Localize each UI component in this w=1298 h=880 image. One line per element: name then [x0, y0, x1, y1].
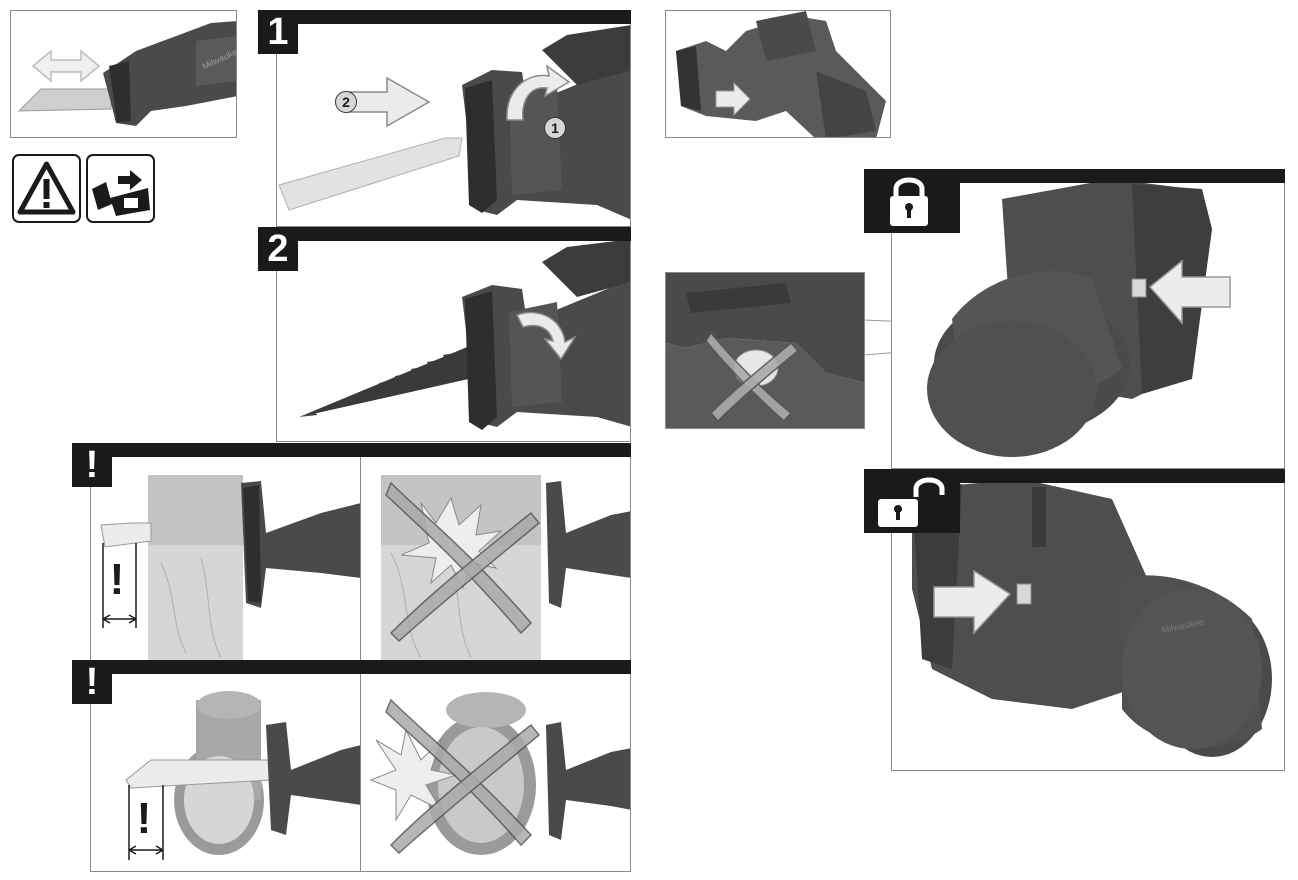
- padlock-locked-icon: [864, 169, 960, 233]
- overview-blade-insert-panel: Milwaukee: [10, 10, 237, 138]
- warning-pipe-divider: [360, 660, 361, 871]
- step-1-number-text: 1: [267, 11, 289, 53]
- lock-button-zoom-inset: [665, 272, 865, 429]
- warning-pipe-symbol: !: [85, 661, 99, 703]
- warning-wood-inline-exclaim-text: !: [109, 555, 125, 604]
- read-manual-icon: [86, 154, 155, 223]
- warning-wood-panel: !: [90, 443, 631, 661]
- warning-wood-exclaim-box: !: [72, 443, 112, 487]
- warning-wood-divider: [360, 443, 361, 660]
- step-2-number-text: 2: [267, 228, 289, 270]
- step-2-panel: [276, 227, 631, 442]
- warning-wood-inline-exclaim: !: [107, 555, 127, 605]
- step-1-callout-2: 2: [335, 91, 357, 113]
- warning-wood-symbol: !: [85, 444, 99, 486]
- warning-pipe-inline-exclaim-text: !: [136, 794, 152, 843]
- callout-1-label: 1: [551, 120, 559, 136]
- warning-pipe-inline-exclaim: !: [134, 794, 154, 844]
- warning-pipe-panel: !: [90, 660, 631, 872]
- step-2-header-bar: [258, 227, 631, 241]
- step-1-callout-1: 1: [544, 117, 566, 139]
- warning-triangle-icon: [12, 154, 81, 223]
- padlock-unlocked-icon: [864, 469, 960, 533]
- step-1-panel: 2 1: [276, 10, 631, 227]
- overview-lock-panel: [665, 10, 891, 138]
- step-2-number: 2: [258, 227, 298, 271]
- locked-state-panel: [891, 169, 1285, 469]
- locked-header-bar: [864, 169, 1285, 183]
- unlocked-header-bar: [864, 469, 1285, 483]
- unlocked-state-panel: Milwaukee: [891, 469, 1285, 771]
- step-1-header-bar: [258, 10, 631, 24]
- warning-pipe-header-bar: [72, 660, 631, 674]
- warning-pipe-exclaim-box: !: [72, 660, 112, 704]
- callout-2-label: 2: [342, 94, 350, 110]
- step-1-number: 1: [258, 10, 298, 54]
- warning-wood-header-bar: [72, 443, 631, 457]
